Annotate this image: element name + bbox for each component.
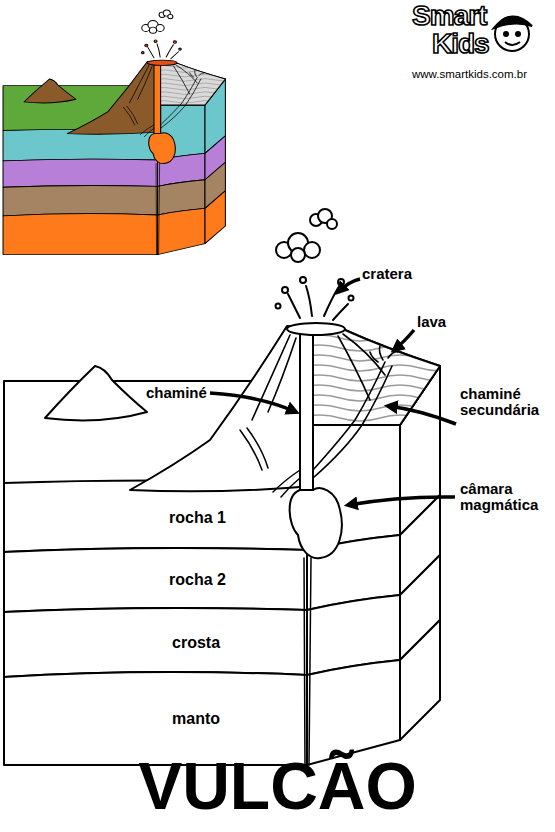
part-label: lava	[417, 314, 467, 330]
layer-name: crosta	[172, 634, 220, 652]
face-smile	[505, 42, 520, 45]
page-title: VULCÃO	[0, 752, 555, 821]
leader-arrow	[348, 497, 455, 505]
leader-arrow	[394, 330, 414, 350]
logo-word: Kids	[432, 30, 512, 58]
face-cap	[494, 16, 532, 28]
layer-name: rocha 1	[169, 509, 226, 527]
color-thumbnail	[3, 10, 236, 255]
part-label: cratera	[362, 266, 442, 282]
part-label: chaminé secundária	[460, 386, 552, 418]
main-volcano	[4, 209, 460, 765]
leader-arrow	[388, 406, 456, 424]
rock-layer-band: crosta	[4, 611, 307, 674]
rock-layer-band: manto	[4, 676, 307, 762]
rock-layer-band: rocha 1	[4, 486, 307, 550]
part-label: câmara magmática	[460, 481, 552, 513]
layer-name: manto	[172, 710, 220, 728]
logo-kid-face	[494, 16, 532, 51]
part-label: chaminé	[146, 385, 216, 401]
leader-arrow	[338, 279, 360, 292]
rock-layer-band: rocha 2	[4, 551, 307, 609]
logo-word: Smart	[412, 2, 512, 30]
leader-arrows	[210, 279, 456, 505]
face-eye	[504, 32, 508, 36]
face-eye	[516, 32, 520, 36]
part-label: www.smartkids.com.br	[412, 68, 552, 80]
leader-arrow	[210, 393, 296, 412]
layer-name: rocha 2	[169, 571, 226, 589]
